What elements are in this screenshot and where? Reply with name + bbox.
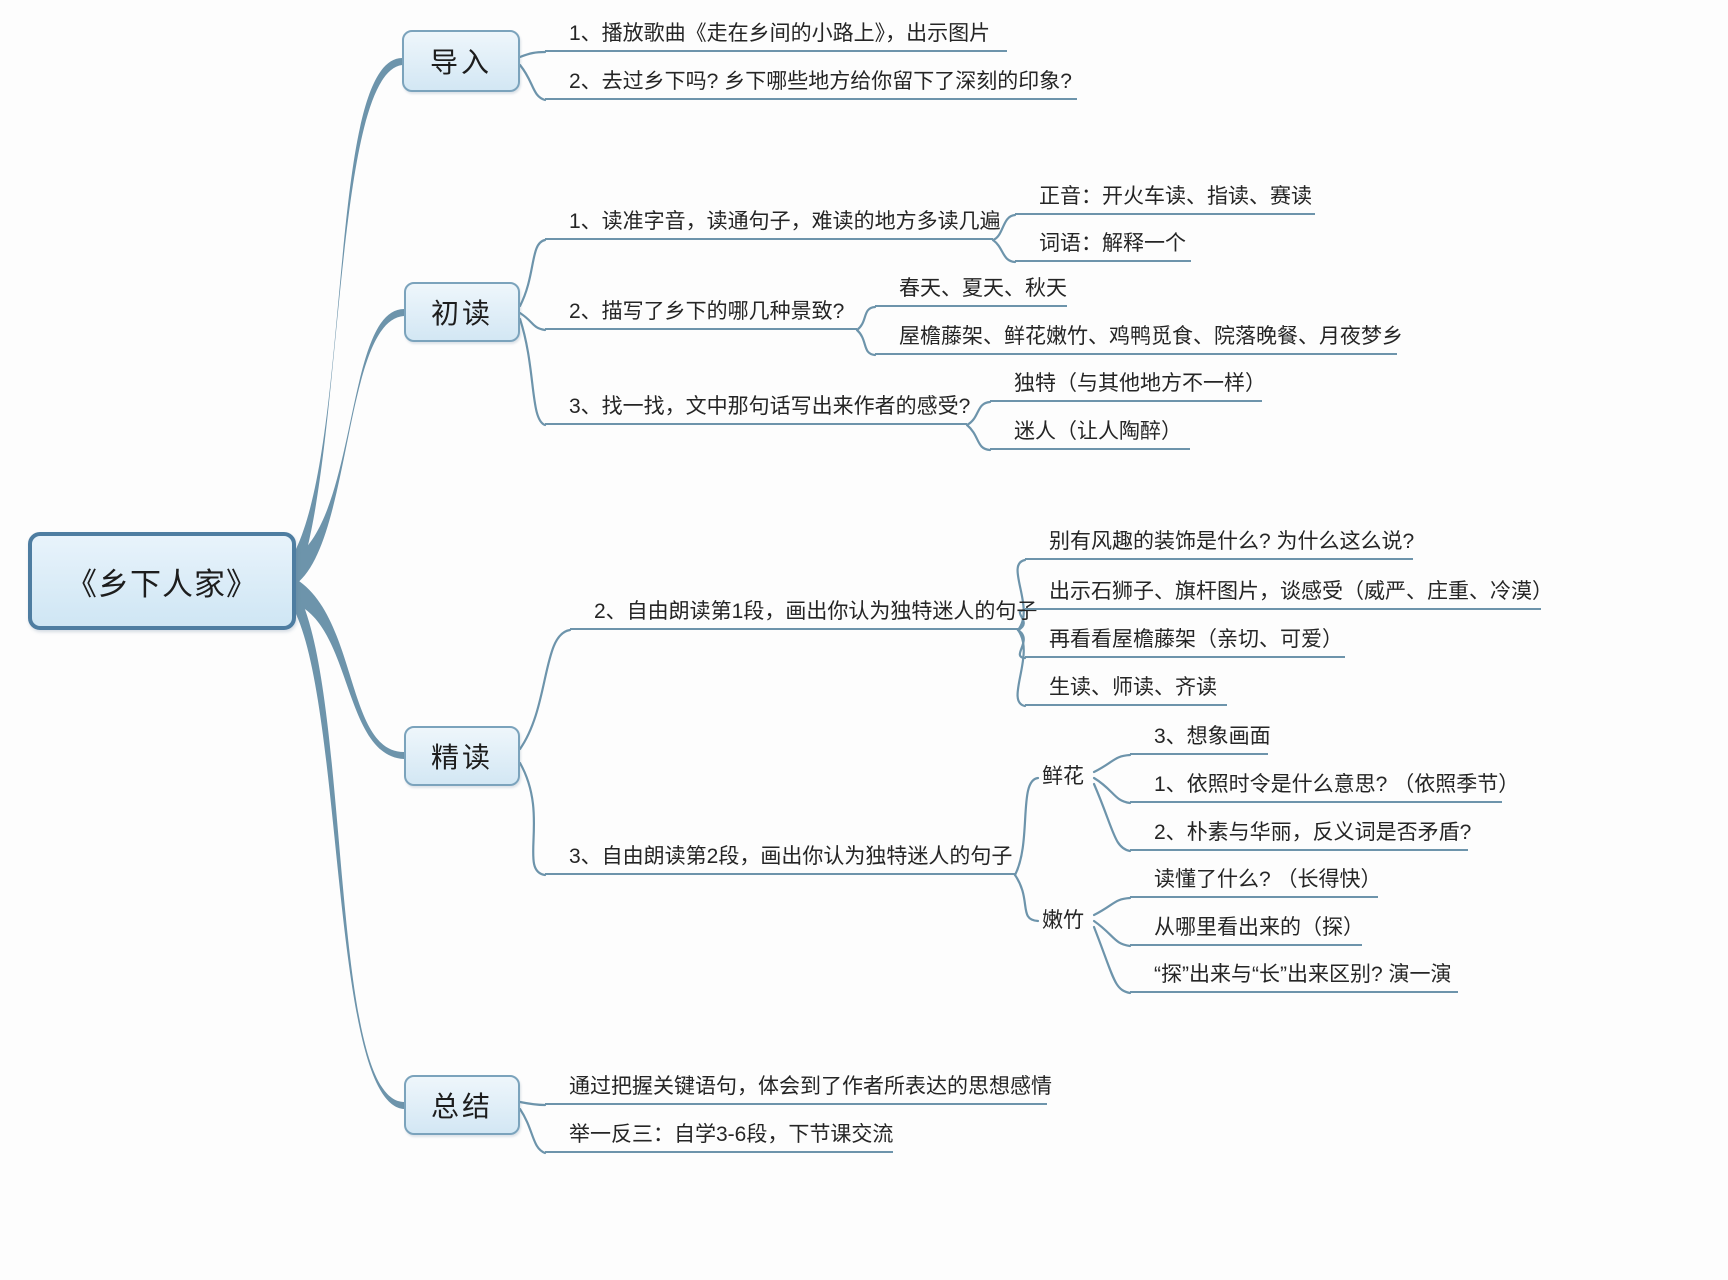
leaf-first-reading-3-child-1[interactable]: 独特（与其他地方不一样） <box>990 369 1266 402</box>
leaf-flowers-child-2[interactable]: 1、依照时令是什么意思? （依照季节） <box>1130 770 1519 803</box>
leaf-close-reading-2[interactable]: 3、自由朗读第2段，画出你认为独特迷人的句子 <box>545 842 1015 875</box>
leaf-first-reading-1[interactable]: 1、读准字音，读通句子，难读的地方多读几遍 <box>545 207 1001 240</box>
leaf-first-reading-1-child-2[interactable]: 词语：解释一个 <box>1015 229 1191 262</box>
leaf-intro-2[interactable]: 2、去过乡下吗? 乡下哪些地方给你留下了深刻的印象? <box>545 67 1077 100</box>
leaf-bamboo-child-2[interactable]: 从哪里看出来的（探） <box>1130 913 1364 946</box>
leaf-first-reading-3-child-2[interactable]: 迷人（让人陶醉） <box>990 417 1190 450</box>
leaf-first-reading-2-child-1[interactable]: 春天、夏天、秋天 <box>875 274 1067 307</box>
branch-node-first-reading[interactable]: 初读 <box>404 282 520 342</box>
root-node-label: 《乡下人家》 <box>66 566 258 602</box>
branch-node-label: 初读 <box>430 298 493 329</box>
branch-node-label: 精读 <box>430 742 493 773</box>
branch-node-label: 导入 <box>429 47 492 78</box>
leaf-summary-1[interactable]: 通过把握关键语句，体会到了作者所表达的思想感情 <box>545 1072 1052 1105</box>
leaf-first-reading-2-child-2[interactable]: 屋檐藤架、鲜花嫩竹、鸡鸭觅食、院落晚餐、月夜梦乡 <box>875 322 1403 355</box>
leaf-intro-1[interactable]: 1、播放歌曲《走在乡间的小路上》，出示图片 <box>545 19 1007 52</box>
root-node[interactable]: 《乡下人家》 <box>28 532 296 630</box>
leaf-summary-2[interactable]: 举一反三：自学3-6段，下节课交流 <box>545 1120 893 1153</box>
leaf-flowers[interactable]: 鲜花 <box>1042 765 1084 788</box>
leaf-close-reading-1-child-1[interactable]: 别有风趣的装饰是什么? 为什么这么说? <box>1025 527 1414 560</box>
leaf-close-reading-1[interactable]: 2、自由朗读第1段，画出你认为独特迷人的句子 <box>570 597 1037 630</box>
leaf-bamboo-child-1[interactable]: 读懂了什么? （长得快） <box>1130 865 1382 898</box>
leaf-close-reading-1-child-4[interactable]: 生读、师读、齐读 <box>1025 673 1227 706</box>
branch-node-summary[interactable]: 总结 <box>404 1075 520 1135</box>
leaf-bamboo[interactable]: 嫩竹 <box>1042 909 1084 932</box>
leaf-flowers-child-3[interactable]: 2、朴素与华丽，反义词是否矛盾? <box>1130 818 1471 851</box>
leaf-flowers-child-1[interactable]: 3、想象画面 <box>1130 722 1271 755</box>
leaf-first-reading-3[interactable]: 3、找一找，文中那句话写出来作者的感受? <box>545 392 970 425</box>
branch-node-intro[interactable]: 导入 <box>402 30 520 92</box>
leaf-close-reading-1-child-2[interactable]: 出示石狮子、旗杆图片，谈感受（威严、庄重、冷漠） <box>1025 577 1553 610</box>
branch-node-close-reading[interactable]: 精读 <box>404 726 520 786</box>
leaf-first-reading-2[interactable]: 2、描写了乡下的哪几种景致? <box>545 297 857 330</box>
branch-node-label: 总结 <box>430 1091 493 1122</box>
leaf-close-reading-1-child-3[interactable]: 再看看屋檐藤架（亲切、可爱） <box>1025 625 1345 658</box>
leaf-bamboo-child-3[interactable]: “探”出来与“长”出来区别? 演一演 <box>1130 960 1458 993</box>
leaf-first-reading-1-child-1[interactable]: 正音：开火车读、指读、赛读 <box>1015 182 1315 215</box>
